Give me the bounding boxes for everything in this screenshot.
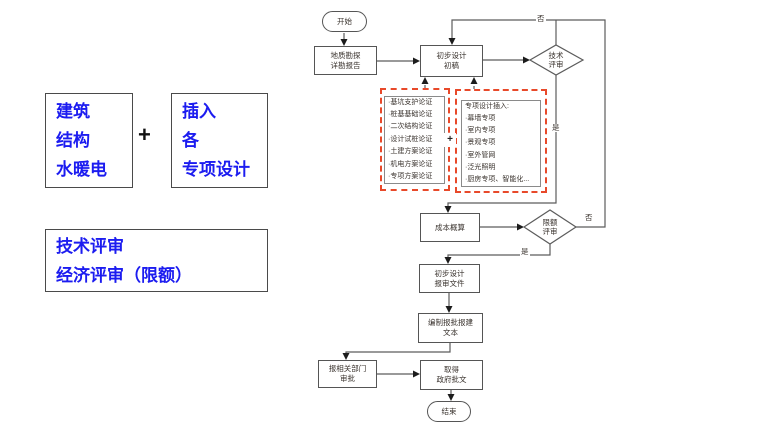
special-item: ·室外管网: [465, 151, 496, 159]
draft-line: 初稿: [444, 61, 459, 70]
arrowhead-up-icon: [470, 77, 478, 84]
special-insert-title: 专项设计插入:: [465, 102, 509, 110]
review-line: 经济评审（限额）: [56, 265, 192, 285]
branch-label-yes-tech: 是: [551, 123, 561, 132]
tech-review-line: 技术: [548, 51, 564, 60]
arrowhead-down-icon: [342, 353, 350, 360]
obtain-line: 取得: [444, 365, 459, 374]
dept-line: 报相关部门: [328, 364, 367, 373]
demo-item: ·土建方案论证: [388, 148, 433, 156]
end-node: 结束: [427, 401, 471, 422]
special-item: ·厨房专项、智能化...: [465, 176, 530, 184]
special-insert-group-dashed: [455, 89, 547, 193]
arrowhead-right-icon: [413, 370, 420, 378]
arrowhead-right-icon: [523, 56, 530, 64]
arrowhead-down-icon: [444, 257, 452, 264]
left-box-disciplines: 建筑 结构 水暖电: [45, 93, 133, 188]
discipline-line: 结构: [56, 131, 90, 150]
left-box-reviews: 技术评审 经济评审（限额）: [45, 229, 268, 292]
tech-review-line: 评审: [548, 60, 564, 69]
special-insert-list: 专项设计插入: ·幕墙专项 ·室内专项 ·景观专项 ·室外管网 ·泛光照明 ·厨…: [461, 100, 541, 187]
tech-review-label: 技术 评审: [531, 46, 581, 74]
demo-item: ·二次结构论证: [388, 123, 433, 131]
survey-report-node: 地质勘探 详勘报告: [314, 46, 377, 75]
left-box-special-design: 插入 各 专项设计: [171, 93, 268, 188]
cost-estimate-node: 成本概算: [420, 213, 480, 242]
branch-label-yes-limit: 是: [520, 247, 530, 256]
special-item: ·幕墙专项: [465, 115, 496, 122]
arrowhead-down-icon: [448, 38, 456, 45]
survey-line: 详勘报告: [330, 60, 361, 70]
arrowhead-down-icon: [444, 206, 452, 213]
connector-no-loop: [451, 19, 606, 228]
submit-line: 初步设计: [434, 268, 465, 278]
tech-review-diamond: [528, 44, 585, 76]
dept-line: 审批: [340, 374, 355, 383]
demo-item: ·桩基基础论证: [388, 110, 433, 118]
arrowhead-right-icon: [413, 57, 420, 65]
arrowhead-up-icon: [421, 77, 429, 84]
obtain-approval-node: 取得 政府批文: [420, 360, 483, 390]
demo-item: ·基坑支护论证: [388, 98, 433, 106]
arrowhead-right-icon: [517, 223, 524, 231]
limit-review-line: 限额: [542, 218, 558, 227]
submit-docs-node: 初步设计 报审文件: [419, 264, 480, 293]
plus-sign-small: +: [444, 133, 456, 147]
demo-item: ·专项方案论证: [388, 173, 433, 181]
compile-line: 编制报批报建: [428, 318, 473, 327]
connector-limitreview-yes: [447, 244, 551, 257]
special-item: ·室内专项: [465, 127, 496, 135]
arrowhead-down-icon: [447, 394, 455, 401]
connector-techreview-yes: [447, 75, 557, 206]
demonstration-list: ·基坑支护论证 ·桩基基础论证 ·二次结构论证 ·设计试桩论证 ·土建方案论证 …: [384, 96, 445, 184]
report-departments-node: 报相关部门 审批: [318, 360, 377, 388]
special-design-line: 插入: [182, 102, 216, 121]
connector-compile-dept: [345, 343, 451, 353]
demo-item: ·设计试桩论证: [388, 135, 433, 143]
special-design-line: 专项设计: [182, 160, 250, 179]
limit-review-label: 限额 评审: [525, 213, 575, 241]
discipline-line: 水暖电: [56, 160, 107, 179]
special-item: ·景观专项: [465, 139, 496, 147]
draft-line: 初步设计: [436, 51, 467, 60]
branch-label-no-right: 否: [584, 213, 594, 222]
compile-approval-node: 编制报批报建 文本: [418, 313, 483, 343]
discipline-line: 建筑: [56, 102, 90, 121]
branch-label-no-top: 否: [536, 14, 546, 23]
survey-line: 地质勘探: [330, 50, 361, 60]
arrowhead-down-icon: [445, 306, 453, 313]
compile-line: 文本: [443, 328, 458, 337]
special-design-line: 各: [182, 131, 199, 150]
review-line: 技术评审: [56, 236, 124, 256]
limit-review-diamond: [522, 209, 578, 245]
preliminary-draft-node: 初步设计 初稿: [420, 45, 483, 77]
demo-item: ·机电方案论证: [388, 160, 433, 168]
start-node: 开始: [322, 11, 367, 32]
special-item: ·泛光照明: [465, 163, 496, 171]
submit-line: 报审文件: [434, 278, 465, 288]
obtain-line: 政府批文: [436, 375, 467, 384]
plus-sign: +: [138, 122, 151, 147]
arrowhead-down-icon: [340, 39, 348, 46]
limit-review-line: 评审: [542, 227, 558, 236]
